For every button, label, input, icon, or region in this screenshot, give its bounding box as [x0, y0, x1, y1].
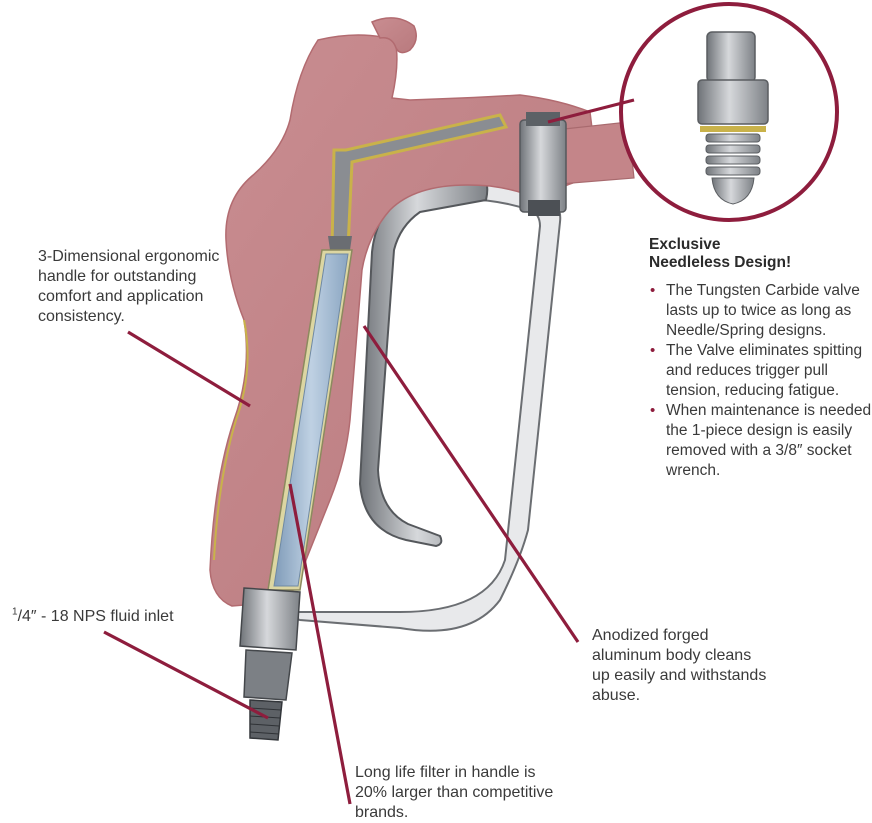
valve-benefits-list: • The Tungsten Carbide valve lasts up to … — [649, 281, 872, 481]
valve-benefit-item: • The Tungsten Carbide valve lasts up to … — [649, 281, 872, 341]
valve-benefit-item: • When maintenance is needed the 1-piece … — [649, 401, 872, 481]
leader-line-handle — [128, 332, 250, 406]
bullet-icon: • — [650, 401, 655, 421]
bullet-icon: • — [650, 281, 655, 301]
valve-title-line2: Needleless Design! — [649, 254, 791, 272]
body-callout: Anodized forged aluminum body cleans up … — [592, 626, 772, 706]
front-nozzle — [520, 112, 634, 216]
valve-inset — [621, 4, 837, 220]
bullet-icon: • — [650, 341, 655, 361]
leader-line-body — [364, 326, 578, 642]
fraction-numerator: 1 — [12, 607, 18, 618]
fluid-inlet-fitting — [240, 588, 300, 740]
valve-benefit-text: The Valve eliminates spitting and reduce… — [666, 342, 862, 399]
valve-title-line1: Exclusive — [649, 236, 791, 254]
valve-benefit-item: • The Valve eliminates spitting and reduc… — [649, 341, 872, 401]
valve-benefit-text: The Tungsten Carbide valve lasts up to t… — [666, 282, 860, 339]
valve-callout-title: Exclusive Needleless Design! — [649, 236, 791, 272]
handle-callout: 3-Dimensional ergonomic handle for outst… — [38, 247, 238, 327]
filter-callout: Long life filter in handle is 20% larger… — [355, 763, 555, 823]
inlet-callout: 1/4″ - 18 NPS fluid inlet — [12, 607, 232, 627]
valve-benefit-text: When maintenance is needed the 1-piece d… — [666, 402, 871, 479]
leader-line-filter — [290, 484, 350, 804]
